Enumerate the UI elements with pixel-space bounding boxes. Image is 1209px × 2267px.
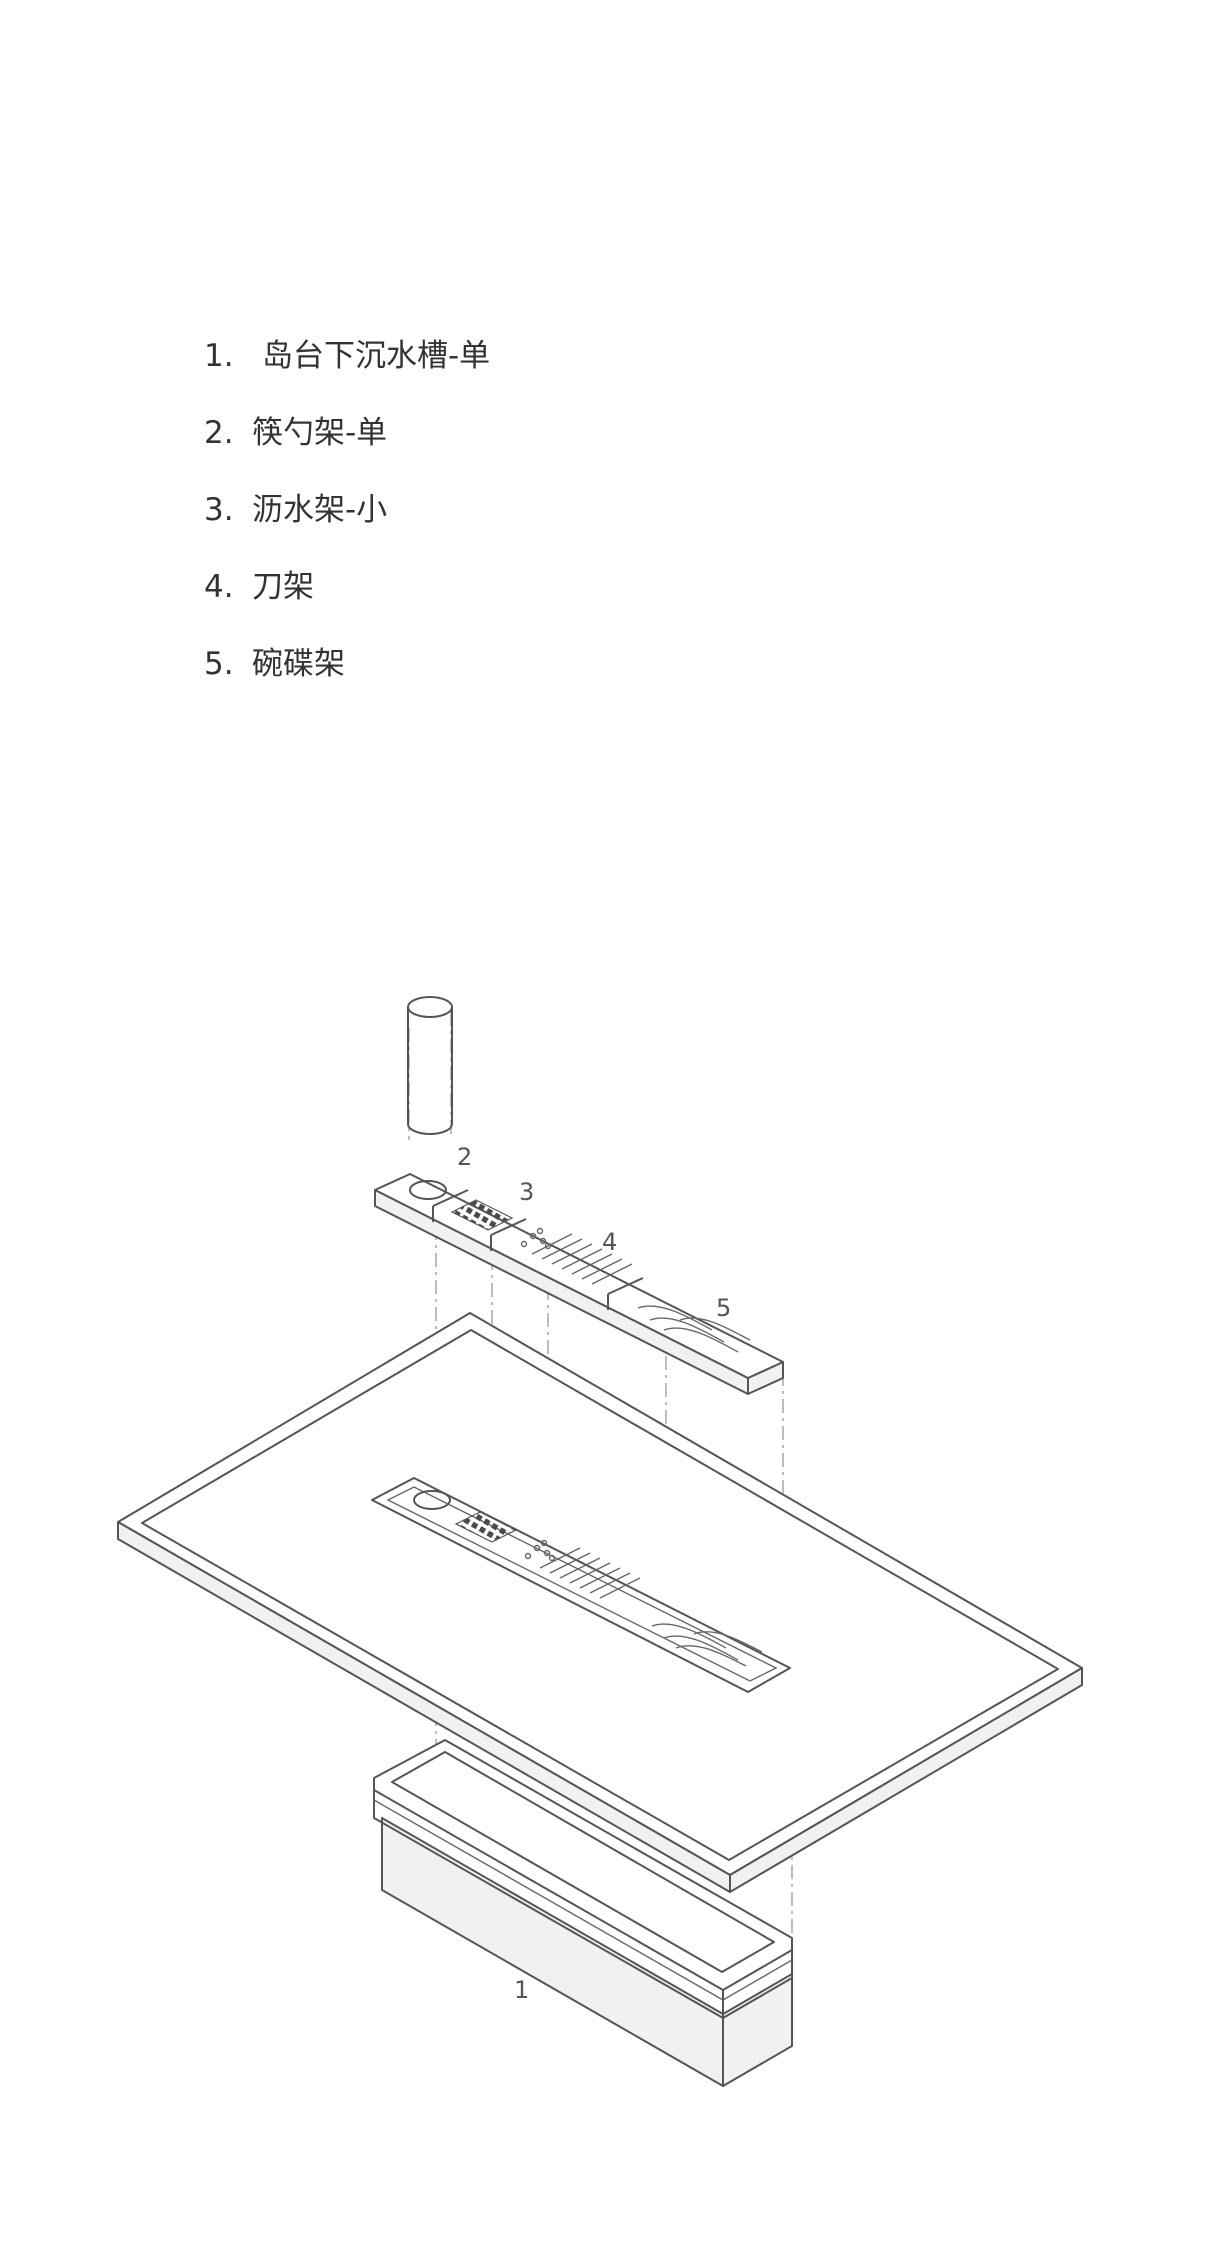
undermount-sink-basin xyxy=(373,1739,793,2087)
legend-number: 4. xyxy=(204,569,234,605)
legend-label: 沥水架-小 xyxy=(252,492,388,528)
callout-4: 4 xyxy=(602,1228,617,1256)
accessory-tray-exploded xyxy=(374,1173,784,1395)
legend-item-4: 4. 刀架 xyxy=(204,561,490,638)
legend-item-3: 3. 沥水架-小 xyxy=(204,484,490,561)
legend-item-1: 1. 岛台下沉水槽-单 xyxy=(204,330,490,407)
legend-number: 2. xyxy=(204,415,234,451)
legend-item-2: 2. 筷勺架-单 xyxy=(204,407,490,484)
legend-label: 刀架 xyxy=(252,569,314,605)
legend-label: 筷勺架-单 xyxy=(252,415,388,451)
callout-3: 3 xyxy=(519,1178,534,1206)
callout-1: 1 xyxy=(514,1976,529,2004)
callout-2: 2 xyxy=(457,1143,472,1171)
legend-item-5: 5. 碗碟架 xyxy=(204,638,490,715)
utensil-cup-cylinder xyxy=(407,996,453,1135)
legend-number: 3. xyxy=(204,492,234,528)
legend-number: 5. xyxy=(204,646,234,682)
parts-legend: 1. 岛台下沉水槽-单 2. 筷勺架-单 3. 沥水架-小 4. 刀架 5. 碗… xyxy=(204,330,490,715)
legend-label: 碗碟架 xyxy=(252,646,345,682)
installed-accessory-tray xyxy=(371,1477,791,1693)
legend-number: 1. xyxy=(204,338,234,374)
legend-label: 岛台下沉水槽-单 xyxy=(262,338,491,374)
callout-5: 5 xyxy=(716,1294,731,1322)
